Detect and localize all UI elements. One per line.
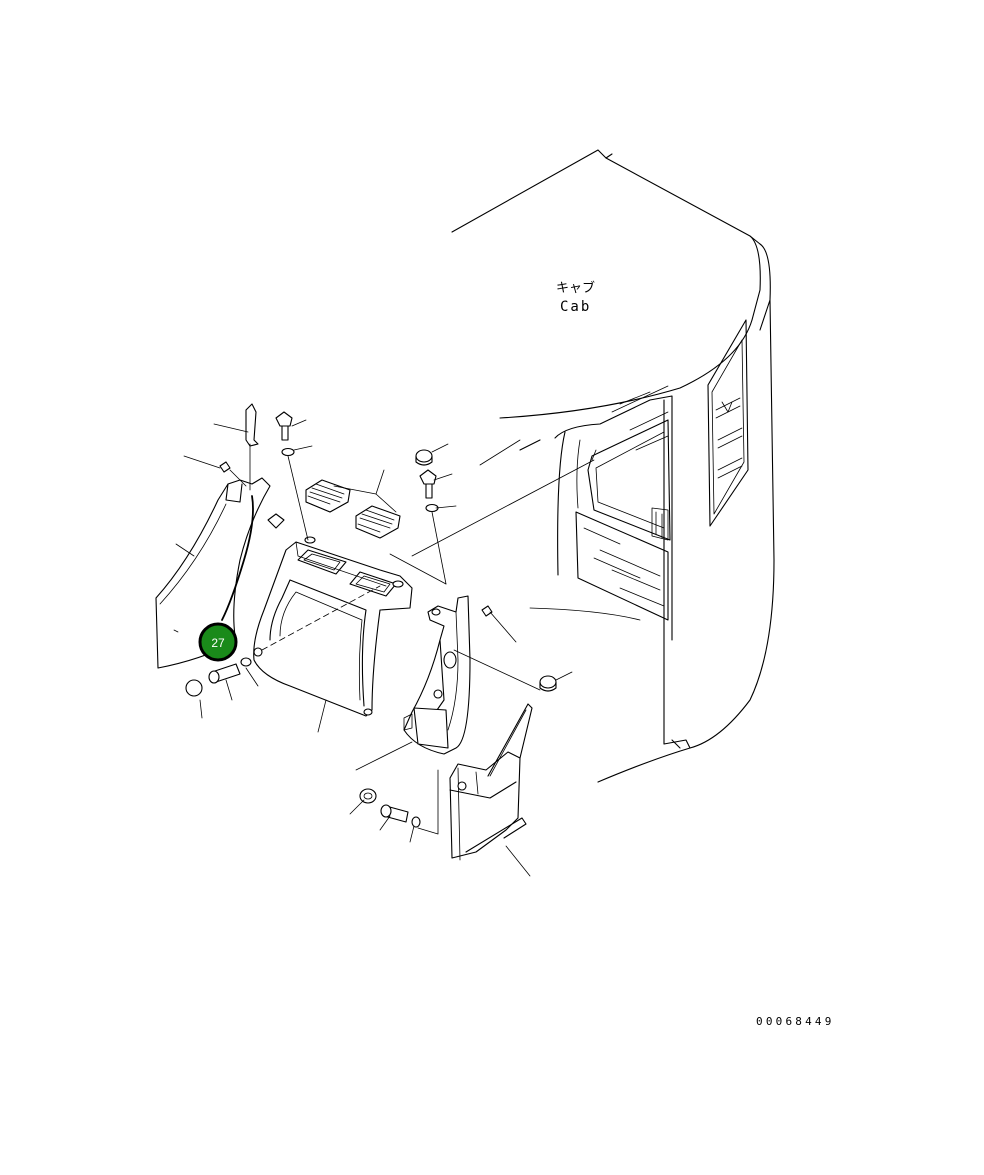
vent-grille-left (305, 479, 351, 513)
cab-label-ja: キャブ (556, 280, 595, 296)
bolt-left (208, 663, 241, 684)
nut-small (219, 461, 231, 473)
bolt-top (275, 411, 293, 441)
leader-lines (175, 419, 597, 877)
cap-lower (359, 788, 377, 804)
screw-bracket (481, 605, 493, 617)
callout-27-circle (198, 622, 238, 662)
right-bracket (403, 595, 471, 755)
drawing-number: 00068449 (756, 1015, 835, 1028)
washer-lower (411, 816, 421, 828)
lower-duct (449, 703, 533, 861)
cab-label-en: Cab (560, 299, 591, 315)
bolt-center (419, 469, 437, 499)
cab-outline (451, 149, 775, 783)
cap-left (185, 679, 203, 697)
bolt-lower (380, 804, 409, 823)
callout-27-number: 27 (211, 636, 225, 650)
clip-top (245, 403, 259, 447)
washer-left (240, 657, 252, 667)
rear-trim-panel (253, 536, 413, 717)
fasteners (185, 403, 557, 828)
cab-label: キャブ Cab (556, 280, 595, 315)
callout-27[interactable]: 27 (198, 622, 238, 662)
grommet-top (415, 449, 433, 463)
washer-top (281, 447, 295, 457)
grommet-right (539, 675, 557, 689)
vent-grille-right (355, 505, 401, 539)
